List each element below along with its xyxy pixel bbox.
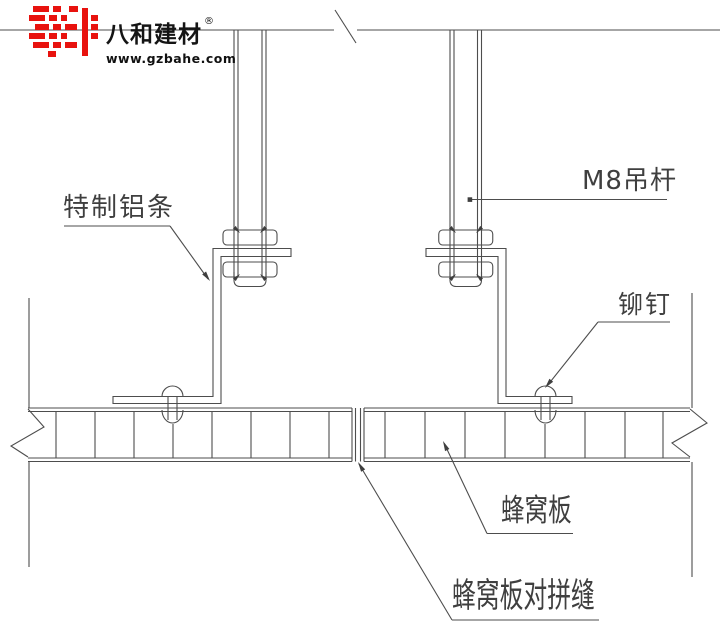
rod-end [449,272,483,288]
label-honeycomb-panel: 蜂窝板 [501,493,572,529]
arrowhead [467,197,473,202]
brand-text: 八和建材 [106,22,202,48]
rivet-dome [161,385,184,397]
leader-special-aluminum-strip [64,225,210,281]
panel-ribs [384,411,664,458]
label-special-aluminum-strip: 特制铝条 [63,193,176,223]
break-symbol-right [671,408,708,458]
right-rivet [534,385,557,424]
leader-m8-hanger-rod [467,197,667,202]
rivet-dome [534,385,557,397]
left-hanger-rod [233,30,267,288]
panel-ribs [55,411,330,458]
brand-name: 八和建材® [106,17,236,47]
thread-marks [232,225,268,282]
right-hanger-rod [449,30,483,288]
lower-nut [222,261,278,278]
bahe-logo-icon [29,6,98,57]
left-rivet [161,385,184,424]
rivet-flare [534,409,557,424]
upper-nut [222,229,278,246]
left-nut-assembly [222,225,278,282]
rod-end [233,272,267,288]
upper-nut [438,229,494,246]
right-aluminum-bracket [425,247,573,405]
right-honeycomb-panel [359,407,708,463]
lower-nut [438,261,494,278]
break-symbol-left [9,408,45,458]
left-aluminum-bracket [112,247,292,405]
right-nut-assembly [438,225,494,282]
arrowhead [443,441,450,452]
arrowhead [545,378,554,388]
logo: 八和建材® www.gzbahe.com [26,5,236,66]
arrowhead [358,462,366,472]
label-rivet: 铆钉 [618,290,673,319]
left-honeycomb-panel [9,407,357,463]
thread-marks [448,225,484,282]
label-m8-hanger-rod: M8吊杆 [582,166,677,196]
arrowhead [202,271,210,281]
break-symbol-top [334,9,357,44]
label-honeycomb-panel-butt-joint: 蜂窝板对拼缝 [452,576,595,616]
leader-rivet [545,321,670,388]
leader-honeycomb-panel [443,441,573,535]
brand-website: www.gzbahe.com [106,51,237,66]
leader-honeycomb-panel-butt-joint [358,462,599,621]
registered-mark: ® [204,16,215,27]
logo-text: 八和建材® www.gzbahe.com [106,5,237,67]
rivet-flare [161,409,184,424]
